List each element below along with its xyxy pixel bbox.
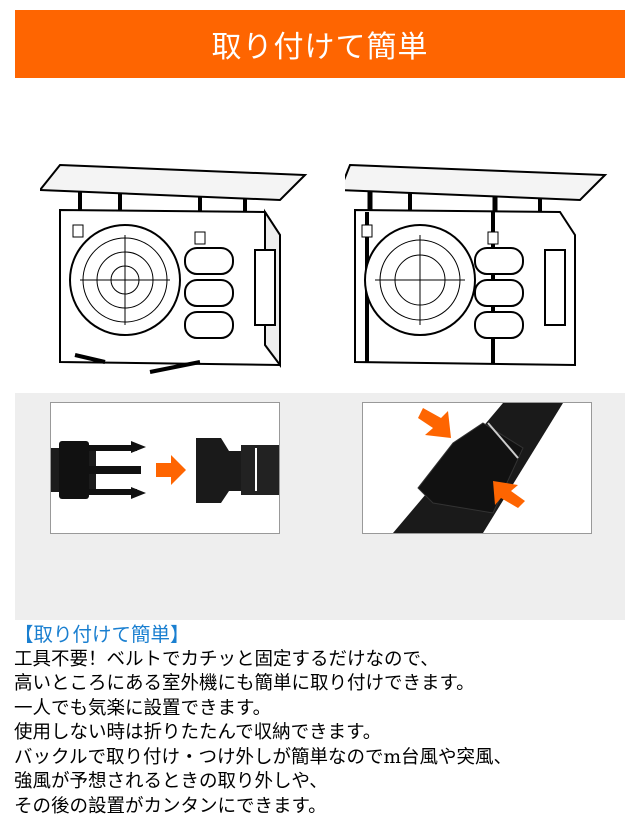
description-block: 【取り付けて簡単】 工具不要！ベルトでカチッと固定するだけなので、 高いところに…: [14, 623, 512, 819]
description-line: 工具不要！ベルトでカチッと固定するだけなので、: [14, 648, 439, 670]
description-heading: 【取り付けて簡単】: [14, 623, 190, 646]
banner-title: 取り付けて簡単: [211, 30, 429, 65]
description-line: 強風が予想されるときの取り外しや、: [14, 771, 328, 792]
description-line: 使用しない時は折りたたんで収納できます。: [14, 722, 382, 743]
description-line: バックルで取り付け・つけ外しが簡単なのでm台風や突風、: [14, 746, 512, 768]
buckle-photo-unlocked: [50, 402, 280, 534]
description-line: 一人でも気楽に設置できます。: [14, 697, 272, 719]
ac-unit-illustration-side-straps: [40, 163, 308, 374]
buckle-photo-locked: [362, 402, 592, 534]
description-line: その後の設置がカンタンにできます。: [14, 795, 327, 817]
description-line: 高いところにある室外機にも簡単に取り付けできます。: [14, 673, 475, 694]
ac-unit-illustration-wrapped-straps: [345, 163, 608, 367]
title-banner: 取り付けて簡単: [15, 10, 625, 78]
